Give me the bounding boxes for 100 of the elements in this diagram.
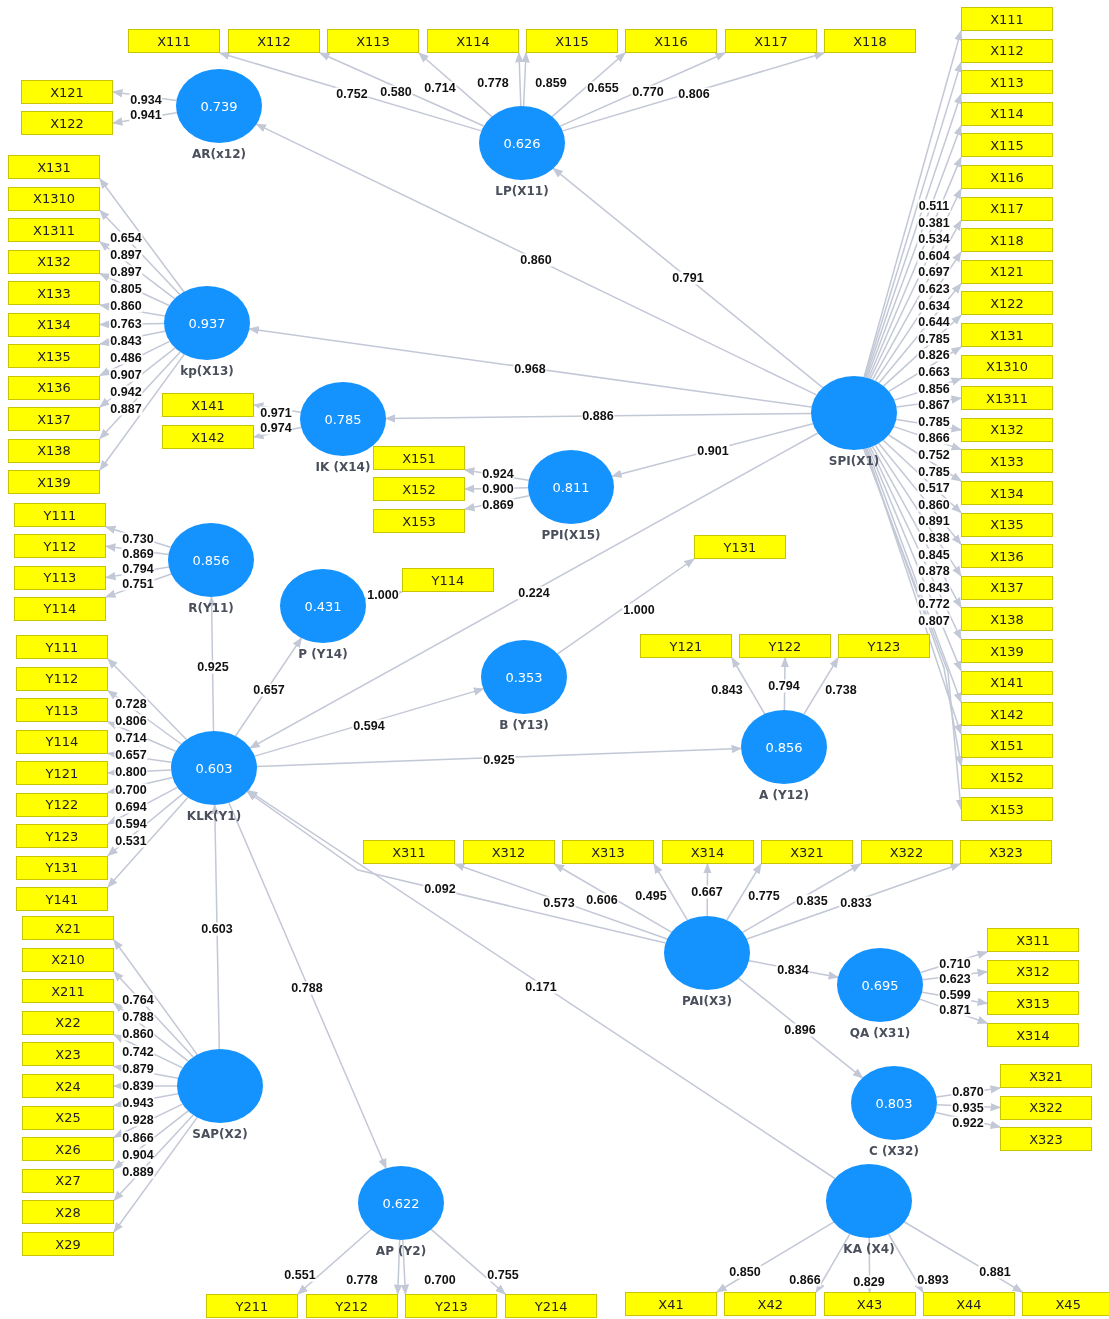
- edge-label: 0.654: [109, 231, 143, 245]
- edge-label: 0.594: [114, 817, 148, 831]
- edge-label: 0.606: [585, 893, 619, 907]
- indicator-box: X114: [427, 29, 519, 53]
- edge-label: 0.770: [631, 85, 665, 99]
- indicator-box: X117: [725, 29, 817, 53]
- indicator-box: X28: [22, 1200, 114, 1225]
- indicator-box: X136: [961, 544, 1053, 569]
- edge-label: 0.738: [824, 683, 858, 697]
- edge-label: 0.860: [519, 253, 553, 267]
- edge-label: 0.900: [481, 482, 515, 496]
- indicator-box: X132: [961, 417, 1053, 442]
- arrow: [247, 789, 836, 1180]
- indicator-box: X1311: [8, 218, 100, 242]
- arrow: [803, 657, 839, 715]
- indicator-box: X116: [961, 165, 1053, 189]
- indicator-box: X27: [22, 1168, 114, 1193]
- edge-label: 0.710: [938, 957, 972, 971]
- indicator-box: X131: [961, 323, 1053, 347]
- indicator-box: Y114: [16, 729, 108, 754]
- edge-label: 0.838: [917, 531, 951, 545]
- arrow: [430, 1228, 506, 1295]
- edge-label: 0.879: [121, 1062, 155, 1076]
- indicator-box: Y111: [14, 503, 106, 527]
- indicator-box: Y141: [16, 887, 108, 911]
- edge-label: 0.922: [951, 1116, 985, 1130]
- construct-value: 0.739: [200, 98, 238, 114]
- edge-label: 0.834: [776, 963, 810, 977]
- edge-label: 0.897: [109, 248, 143, 262]
- edge-label: 0.866: [788, 1273, 822, 1287]
- edge-label: 0.788: [121, 1010, 155, 1024]
- edge-label: 0.869: [481, 498, 515, 512]
- indicator-box: X210: [22, 947, 114, 972]
- edge-label: 0.889: [121, 1165, 155, 1179]
- construct-label: KA (X4): [842, 1242, 896, 1256]
- indicator-box: X122: [961, 291, 1053, 316]
- indicator-box: Y122: [739, 634, 831, 658]
- edge-label: 0.896: [783, 1023, 817, 1037]
- indicator-box: X153: [373, 509, 465, 533]
- construct-label: LP(X11): [494, 184, 550, 198]
- edge-label: 0.644: [917, 315, 951, 329]
- indicator-box: X112: [961, 38, 1053, 63]
- edge-label: 0.728: [114, 697, 148, 711]
- edge-label: 0.663: [917, 365, 951, 379]
- arrow: [210, 803, 221, 1050]
- arrow: [737, 977, 864, 1079]
- arrow: [228, 801, 387, 1170]
- indicator-box: X121: [961, 259, 1053, 284]
- indicator-box: X117: [961, 196, 1053, 221]
- indicator-box: Y213: [405, 1294, 498, 1318]
- construct-value: 0.603: [195, 760, 233, 776]
- indicator-box: X141: [162, 393, 254, 417]
- edge-label: 0.603: [200, 922, 234, 936]
- construct-label: C (X32): [868, 1144, 920, 1158]
- indicator-box: X25: [22, 1105, 114, 1130]
- edge-label: 0.657: [252, 683, 286, 697]
- indicator-box: X137: [961, 575, 1053, 600]
- construct-value: 0.785: [324, 411, 362, 427]
- indicator-box: Y113: [16, 698, 108, 722]
- indicator-box: X312: [462, 840, 555, 864]
- arrow: [113, 939, 198, 1056]
- edge-label: 0.826: [917, 348, 951, 362]
- arrow: [319, 52, 485, 127]
- indicator-box: X112: [228, 29, 320, 53]
- edge-label: 0.785: [917, 332, 951, 346]
- edge-label: 0.843: [109, 334, 143, 348]
- indicator-box: X41: [625, 1292, 717, 1316]
- arrow: [234, 637, 303, 737]
- edge-label: 0.805: [109, 282, 143, 296]
- edge-label: 0.806: [677, 87, 711, 101]
- indicator-box: X131: [8, 155, 100, 179]
- indicator-box: X1310: [961, 354, 1053, 379]
- construct-label: P (Y14): [297, 647, 349, 661]
- indicator-box: X141: [961, 670, 1053, 695]
- indicator-box: X152: [373, 477, 465, 501]
- indicator-box: X313: [562, 840, 654, 864]
- edge-label: 0.806: [114, 714, 148, 728]
- indicator-box: X115: [526, 29, 618, 53]
- indicator-box: Y131: [16, 855, 108, 880]
- indicator-box: X211: [22, 979, 114, 1004]
- indicator-box: X138: [8, 438, 100, 463]
- edge-label: 0.694: [114, 800, 148, 814]
- arrow: [297, 1228, 372, 1295]
- edge-label: 0.778: [345, 1273, 379, 1287]
- construct-value: 0.695: [861, 977, 899, 993]
- edge-label: 0.092: [423, 882, 457, 896]
- indicator-box: X26: [22, 1137, 114, 1162]
- indicator-box: X22: [22, 1010, 114, 1035]
- edge-label: 0.791: [671, 271, 705, 285]
- edge-label: 0.971: [259, 406, 293, 420]
- edge-label: 0.870: [951, 1085, 985, 1099]
- edge-label: 0.833: [839, 896, 873, 910]
- indicator-box: Y214: [505, 1294, 598, 1318]
- indicator-box: X311: [987, 928, 1079, 952]
- indicator-box: Y112: [14, 534, 106, 559]
- edge-label: 0.934: [129, 93, 163, 107]
- indicator-box: Y111: [16, 635, 108, 659]
- construct-value: 0.937: [188, 315, 226, 331]
- construct-value: 0.431: [304, 598, 342, 614]
- edge-label: 0.171: [524, 980, 558, 994]
